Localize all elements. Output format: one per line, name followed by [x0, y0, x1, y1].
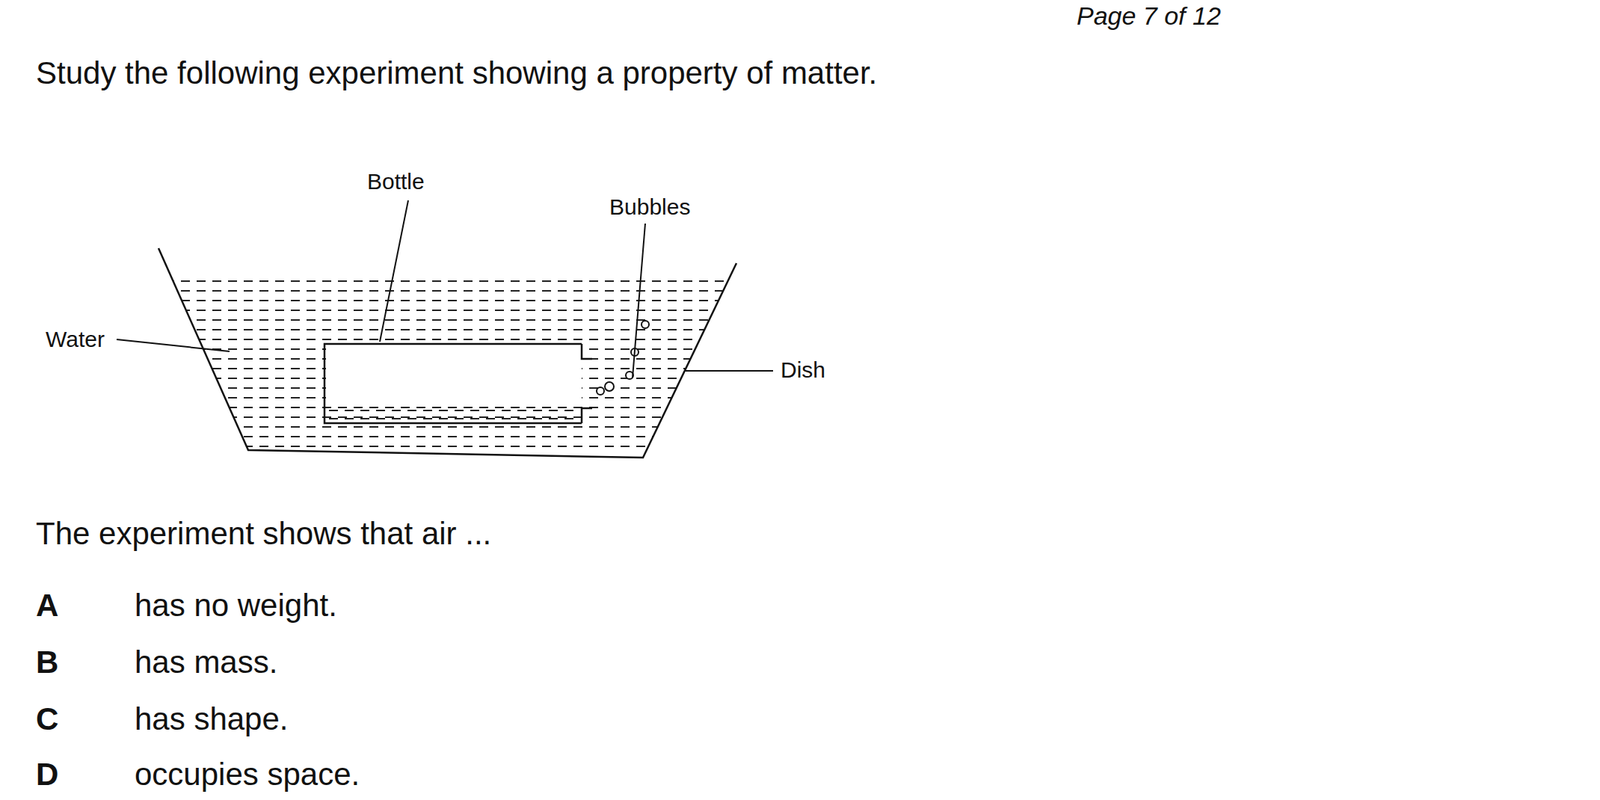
bottle-outline [324, 343, 593, 424]
option-text: has no weight. [134, 587, 338, 624]
dish-outline [158, 248, 737, 458]
question-stem: Study the following experiment showing a… [35, 55, 878, 92]
water-dash [149, 328, 748, 331]
water-dash [328, 417, 580, 420]
option-letter: D [35, 756, 59, 793]
bubble [641, 320, 649, 329]
option-letter: A [35, 587, 59, 624]
water-hatching [149, 281, 748, 447]
part-label: Bubbles [609, 194, 691, 221]
leader-line [685, 370, 774, 372]
water-dash [149, 445, 748, 448]
part-label: Dish [780, 357, 826, 384]
bubble [596, 387, 605, 395]
leader-line [116, 339, 230, 352]
leader-line [632, 223, 646, 378]
water-dash [149, 435, 748, 438]
water-dash [149, 280, 748, 282]
water-dash [328, 409, 580, 412]
option-text: has shape. [134, 701, 289, 738]
water-dash [149, 290, 748, 292]
water-dash [149, 406, 748, 409]
option-text: occupies space. [134, 756, 360, 793]
option-text: has mass. [134, 644, 278, 681]
water-dash [149, 299, 748, 302]
bottle-air [325, 345, 582, 406]
leader-line [379, 200, 409, 342]
water-dash [149, 319, 748, 321]
part-label: Bottle [367, 168, 425, 196]
bottle-water [328, 410, 580, 419]
water-dash [149, 309, 748, 312]
water-dash [149, 416, 748, 418]
option-letter: B [35, 644, 59, 681]
water-dash [149, 338, 748, 341]
option-letter: C [35, 701, 59, 738]
bubbles [596, 320, 649, 395]
bubble [604, 382, 614, 392]
question-prompt: The experiment shows that air ... [35, 515, 492, 552]
page-number: Page 7 of 12 [1076, 1, 1221, 31]
part-label: Water [45, 326, 105, 353]
